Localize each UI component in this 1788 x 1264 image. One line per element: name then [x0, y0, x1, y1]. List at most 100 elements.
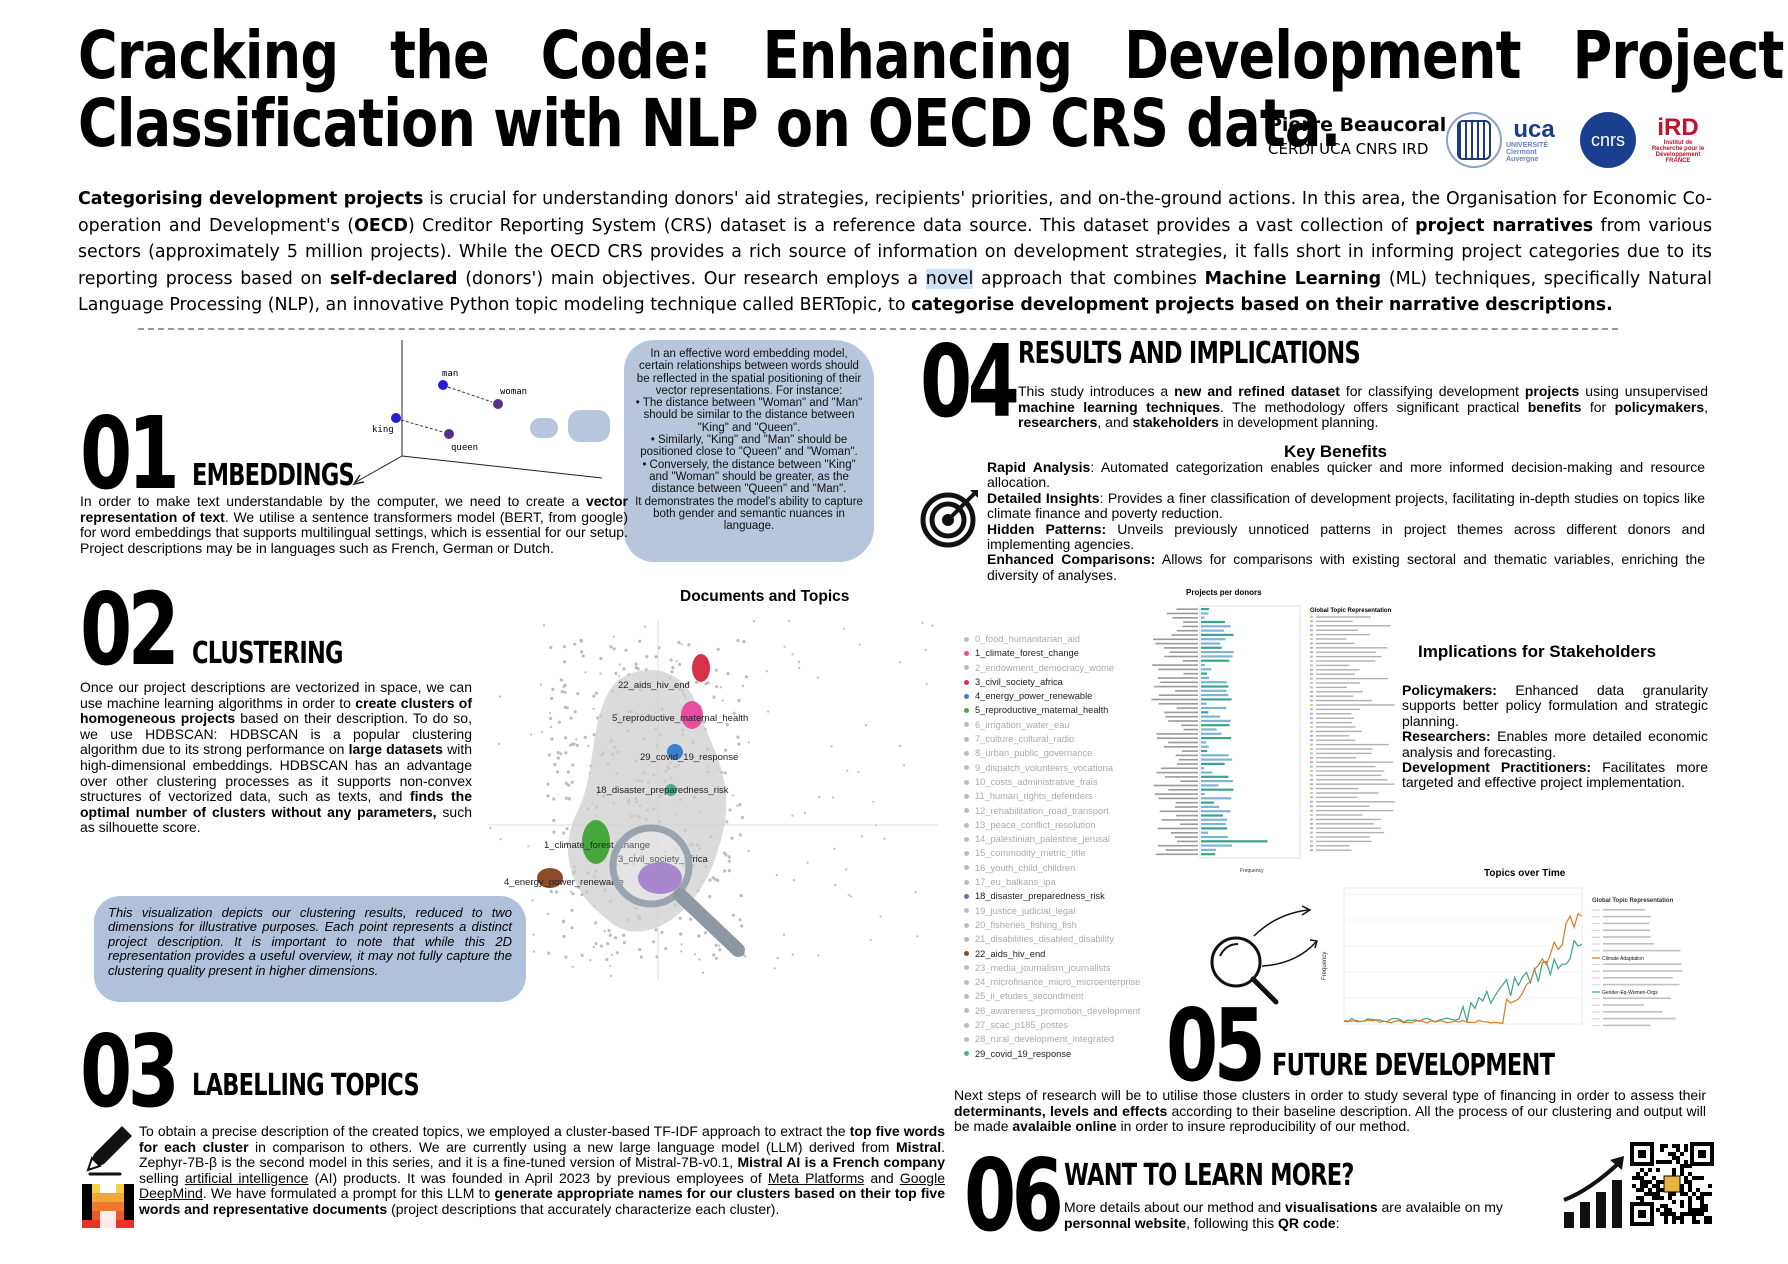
topic-legend-label: 19_justice_judicial_legal	[975, 905, 1076, 916]
scatter-point	[803, 811, 807, 815]
scatter-point	[539, 683, 542, 686]
topic-legend-item: 29_covid_19_response	[964, 1047, 1140, 1061]
s03-bold-d: generate appropriate names for our clust…	[139, 1185, 945, 1217]
pd-donor-label-mark	[1183, 621, 1198, 623]
pd-donor-label-mark	[1157, 827, 1198, 830]
scatter-point	[561, 920, 565, 924]
pd-bar	[1201, 835, 1228, 839]
qr-module	[1664, 1216, 1668, 1220]
tt-legend-text-mark	[1603, 1011, 1663, 1013]
scatter-point	[698, 958, 701, 961]
scatter-point	[592, 733, 596, 737]
scatter-point	[708, 895, 712, 899]
pd-legend-swatch	[1310, 673, 1313, 676]
qr-module	[1680, 1200, 1684, 1204]
qr-module	[1664, 1144, 1668, 1148]
pd-legend-swatch	[1310, 822, 1313, 825]
s03-text-g: . We have formulated a prompt for this L…	[202, 1185, 495, 1202]
scatter-point	[742, 640, 746, 644]
scatter-point	[573, 642, 577, 646]
scatter-point	[830, 745, 833, 748]
link-artificial-intelligence[interactable]: artificial intelligence	[184, 1169, 309, 1186]
topic-legend-label: 17_eu_balkans_ipa	[975, 877, 1056, 888]
link-meta-platforms[interactable]: Meta Platforms	[767, 1169, 865, 1186]
s04-text-f: ,	[1704, 398, 1709, 415]
pd-legend-swatch	[1310, 620, 1313, 623]
pd-legend-text-mark	[1316, 638, 1347, 640]
pd-bar	[1201, 655, 1233, 658]
pd-legend-title: Global Topic Representation	[1310, 608, 1392, 614]
qr-module	[1688, 1184, 1692, 1188]
scatter-point	[547, 951, 551, 955]
pd-legend-swatch	[1310, 677, 1313, 680]
qr-module	[1688, 1204, 1692, 1208]
qr-code[interactable]	[1630, 1142, 1714, 1226]
poster-title: Cracking the Code: Enhancing Development…	[78, 22, 1784, 158]
implications-title: Implications for Stakeholders	[1418, 642, 1657, 661]
scatter-point	[550, 737, 554, 741]
qr-module	[1700, 1204, 1704, 1208]
point-king	[391, 413, 401, 423]
link-google-deepmind[interactable]: Google DeepMind	[139, 1169, 945, 1202]
topic-legend-label: 16_youth_child_children	[975, 862, 1076, 873]
scatter-point	[846, 769, 849, 772]
scatter-point	[540, 730, 544, 733]
pd-donor-label-mark	[1168, 789, 1198, 791]
qr-module	[1660, 1160, 1664, 1164]
s04-bold-c: machine learning techniques	[1018, 398, 1221, 415]
qr-module	[1684, 1144, 1688, 1148]
pd-donor-label-mark	[1176, 707, 1198, 709]
topic-dot-icon	[964, 679, 969, 685]
scatter-point	[736, 639, 740, 643]
pd-legend-text-mark	[1316, 647, 1388, 649]
tt-legend-text-mark	[1603, 949, 1681, 952]
qr-module	[1676, 1216, 1680, 1220]
section-03-number: 03	[80, 1013, 180, 1130]
pd-donor-label-mark	[1176, 629, 1198, 632]
s03-text-a: To obtain a precise description of the c…	[139, 1123, 850, 1139]
scatter-point	[716, 878, 720, 882]
pd-legend-swatch	[1310, 655, 1313, 658]
label-queen: queen	[451, 443, 478, 453]
s03-text-c: . Zephyr-7B-β is the second model in thi…	[139, 1138, 945, 1171]
scatter-point	[579, 639, 583, 643]
scatter-point	[618, 663, 621, 666]
qr-module	[1652, 1176, 1656, 1180]
scatter-point	[739, 894, 743, 898]
topic-dot-icon	[964, 693, 969, 699]
scatter-point	[599, 672, 602, 675]
intro-text-4: (donors') main objectives. Our research …	[457, 268, 926, 289]
topic-dot-icon	[964, 793, 969, 799]
pd-legend-swatch	[1310, 844, 1313, 847]
benefit-heading: Enhanced Comparisons:	[987, 551, 1156, 568]
pd-legend-swatch	[1310, 840, 1313, 843]
qr-finder	[1690, 1142, 1714, 1166]
projects-per-donors-chart: Frequency	[1151, 605, 1396, 874]
topic-legend-item: 16_youth_child_children	[964, 861, 1140, 875]
topic-legend-label: 3_civil_society_africa	[975, 676, 1063, 687]
author-block: Pierre Beaucoral CERDI UCA CNRS IRD	[1268, 114, 1446, 158]
s02-text-d: such as silhouette score.	[80, 803, 472, 836]
cerdi-emblem-icon	[1457, 120, 1491, 160]
s04-text-b: for classifying development	[1339, 383, 1525, 399]
pd-donor-label-mark	[1180, 823, 1198, 825]
scatter-point	[660, 930, 664, 934]
qr-module	[1664, 1212, 1668, 1216]
topic-legend-label: 26_awareness_promotion_development	[975, 1005, 1141, 1016]
pd-legend-swatch	[1310, 752, 1313, 755]
qr-module	[1692, 1176, 1696, 1180]
topic-dot-icon	[964, 994, 969, 1000]
scatter-point	[857, 770, 860, 774]
section-divider	[138, 328, 1618, 330]
pd-bar	[1201, 745, 1209, 748]
pd-legend-swatch	[1310, 805, 1313, 808]
scatter-point	[925, 682, 928, 686]
pd-bar	[1201, 715, 1221, 718]
tt-y-label: Frequency	[1322, 952, 1328, 980]
topic-legend-label: 24_microfinance_micro_microenterprise	[975, 977, 1141, 988]
topic-legend-label: 4_energy_power_renewable	[975, 691, 1093, 702]
pd-bar	[1201, 608, 1209, 611]
topic-legend-item: 5_reproductive_maternal_health	[964, 703, 1140, 717]
scatter-point	[695, 680, 699, 684]
pd-legend-text-mark	[1316, 831, 1385, 834]
